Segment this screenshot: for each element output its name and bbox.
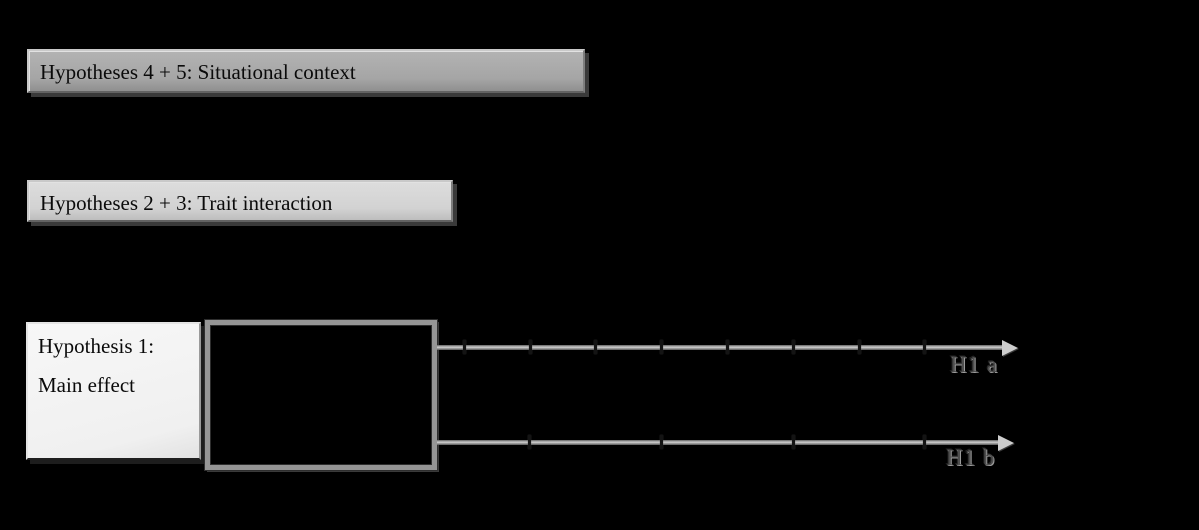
box-hypotheses-4-5: Hypotheses 4 + 5: Situational context — [27, 49, 585, 93]
timeline-h1b — [437, 434, 1014, 451]
box-hypothesis-1: Hypothesis 1: Main effect — [26, 322, 201, 460]
arrowhead-right-icon — [1002, 339, 1018, 356]
timeline-h1a — [437, 339, 1018, 356]
timeline-h1b-label: H1 b — [946, 445, 996, 470]
box-hypothesis-1-label-line2: Main effect — [38, 373, 135, 397]
timeline-tick — [463, 340, 466, 354]
timeline-tick — [594, 340, 597, 354]
box-hypotheses-2-3-label: Hypotheses 2 + 3: Trait interaction — [40, 191, 333, 215]
timeline-h1a-label: H1 a — [950, 352, 999, 377]
timeline-tick — [858, 340, 861, 354]
framed-black-box — [204, 319, 438, 471]
timeline-tick — [528, 435, 531, 449]
timeline-tick — [660, 435, 663, 449]
box-hypotheses-2-3: Hypotheses 2 + 3: Trait interaction — [27, 180, 453, 222]
timeline-tick — [529, 340, 532, 354]
timeline-tick — [923, 340, 926, 354]
timeline-tick — [792, 435, 795, 449]
box-hypothesis-1-label-line1: Hypothesis 1: — [38, 334, 155, 358]
arrowhead-right-icon — [998, 434, 1014, 451]
box-hypotheses-4-5-label: Hypotheses 4 + 5: Situational context — [40, 60, 356, 84]
timeline-tick — [923, 435, 926, 449]
timeline-tick — [792, 340, 795, 354]
timeline-tick — [726, 340, 729, 354]
timeline-tick — [660, 340, 663, 354]
